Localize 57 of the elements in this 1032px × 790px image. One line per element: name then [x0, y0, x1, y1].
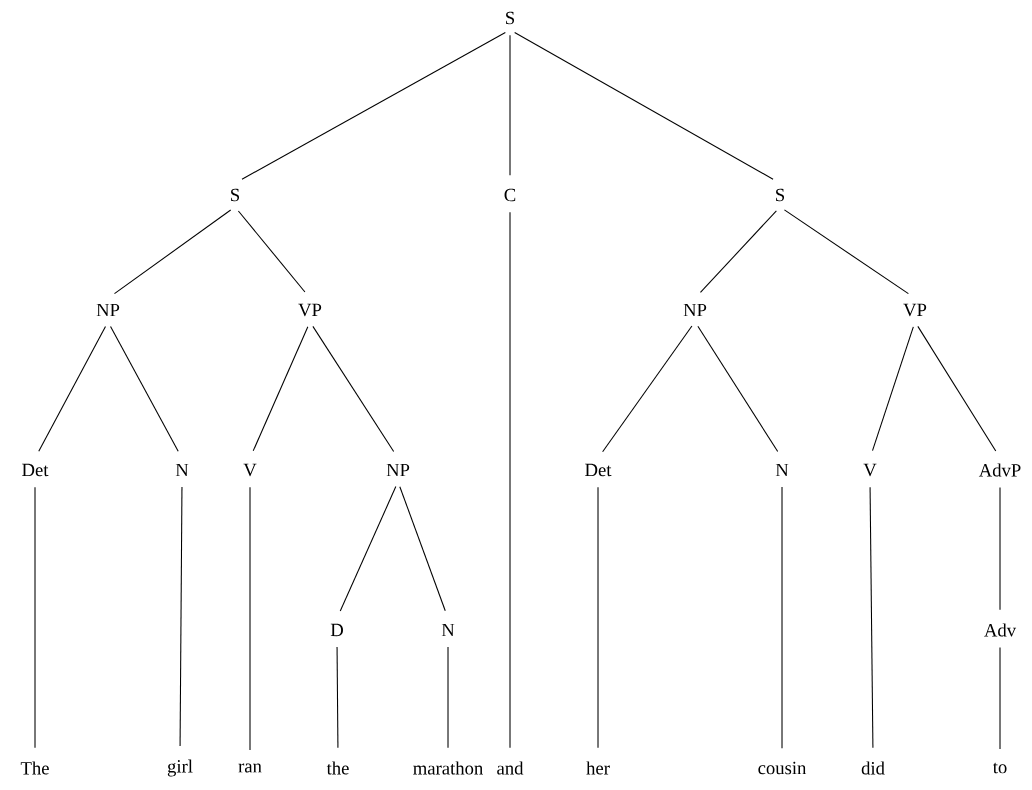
category-label: AdvP	[978, 463, 1021, 477]
tree-branch	[399, 486, 446, 612]
tree-branch	[249, 486, 251, 751]
tree-branch	[38, 325, 107, 452]
word-label: did	[861, 761, 885, 775]
word-label: to	[992, 762, 1007, 774]
tree-branch	[917, 325, 997, 452]
tree-branch	[110, 325, 179, 452]
word-label: her	[586, 761, 610, 775]
category-label: Adv	[984, 623, 1017, 637]
tree-branch	[113, 209, 232, 295]
word-label: ran	[238, 763, 262, 773]
word-label: cousin	[758, 761, 807, 775]
tree-branch	[602, 325, 693, 453]
tree-branch	[179, 486, 183, 747]
word-label: The	[20, 761, 49, 775]
tree-branch	[336, 646, 339, 749]
tree-branch	[509, 34, 511, 176]
category-label: NP	[683, 303, 707, 317]
tree-branch	[872, 326, 914, 452]
category-label: D	[330, 623, 343, 637]
tree-branch	[783, 209, 909, 295]
tree-branch	[597, 486, 599, 749]
tree-branch	[252, 326, 309, 452]
category-label: VP	[903, 303, 927, 317]
tree-branch	[509, 211, 511, 749]
tree-branch	[514, 31, 774, 180]
tree-branch	[34, 486, 36, 749]
category-label: Det	[585, 463, 612, 477]
category-label: V	[243, 463, 257, 477]
tree-branch	[312, 325, 395, 453]
tree-branch	[447, 646, 449, 749]
category-label: N	[441, 623, 455, 637]
tree-branch	[869, 486, 874, 749]
tree-branch	[699, 210, 777, 293]
tree-branch	[237, 210, 306, 293]
tree-branch	[697, 325, 779, 453]
tree-branch	[241, 31, 506, 180]
category-label: S	[231, 188, 240, 202]
category-label: VP	[298, 303, 322, 317]
category-label: S	[506, 11, 515, 25]
word-label: marathon	[413, 761, 483, 775]
word-label: girl	[167, 759, 193, 777]
category-label: NP	[386, 463, 410, 477]
category-label: N	[775, 463, 789, 477]
category-label: NP	[96, 303, 120, 317]
word-label: the	[326, 761, 349, 775]
tree-branch	[999, 646, 1001, 750]
word-label: and	[497, 761, 524, 775]
category-label: Det	[22, 463, 49, 477]
category-label: S	[776, 188, 785, 202]
category-label: N	[175, 463, 189, 477]
tree-branch	[781, 486, 783, 749]
tree-branch	[339, 486, 397, 612]
category-label: V	[863, 463, 877, 477]
tree-branch	[999, 486, 1001, 611]
category-label: C	[504, 188, 516, 202]
